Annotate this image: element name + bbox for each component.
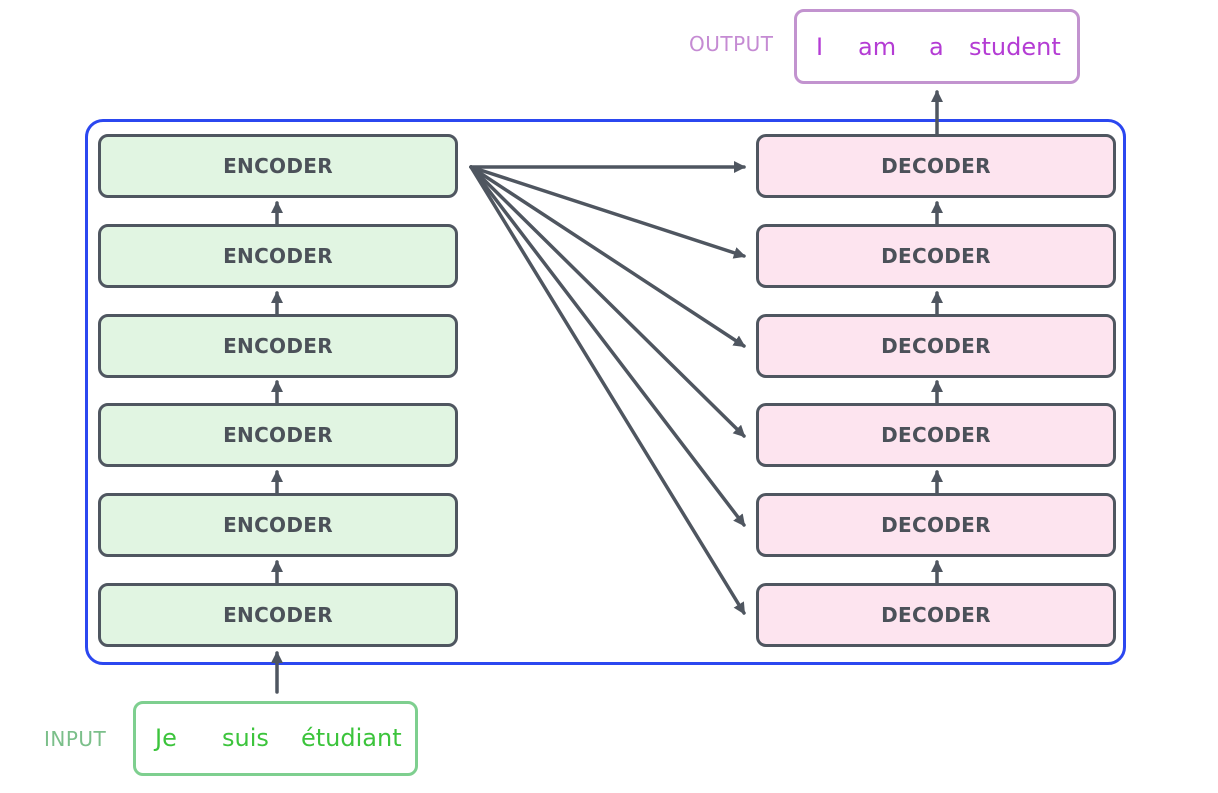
decoder-block: DECODER [756,403,1116,467]
output-token: a [929,33,944,61]
transformer-frame [85,119,1126,665]
output-token: am [858,33,897,61]
input-token: suis [222,724,269,752]
input-label: INPUT [44,727,107,751]
decoder-block: DECODER [756,493,1116,557]
output-box [794,9,1080,84]
decoder-block: DECODER [756,583,1116,647]
encoder-block: ENCODER [98,583,458,647]
output-token: student [969,33,1061,61]
input-token: Je [155,724,177,752]
encoder-block: ENCODER [98,314,458,378]
input-token: étudiant [301,724,402,752]
decoder-block: DECODER [756,134,1116,198]
decoder-block: DECODER [756,224,1116,288]
encoder-block: ENCODER [98,224,458,288]
encoder-block: ENCODER [98,493,458,557]
encoder-block: ENCODER [98,134,458,198]
output-token: I [816,33,824,61]
encoder-block: ENCODER [98,403,458,467]
decoder-block: DECODER [756,314,1116,378]
input-box [133,701,418,776]
output-label: OUTPUT [689,32,774,56]
